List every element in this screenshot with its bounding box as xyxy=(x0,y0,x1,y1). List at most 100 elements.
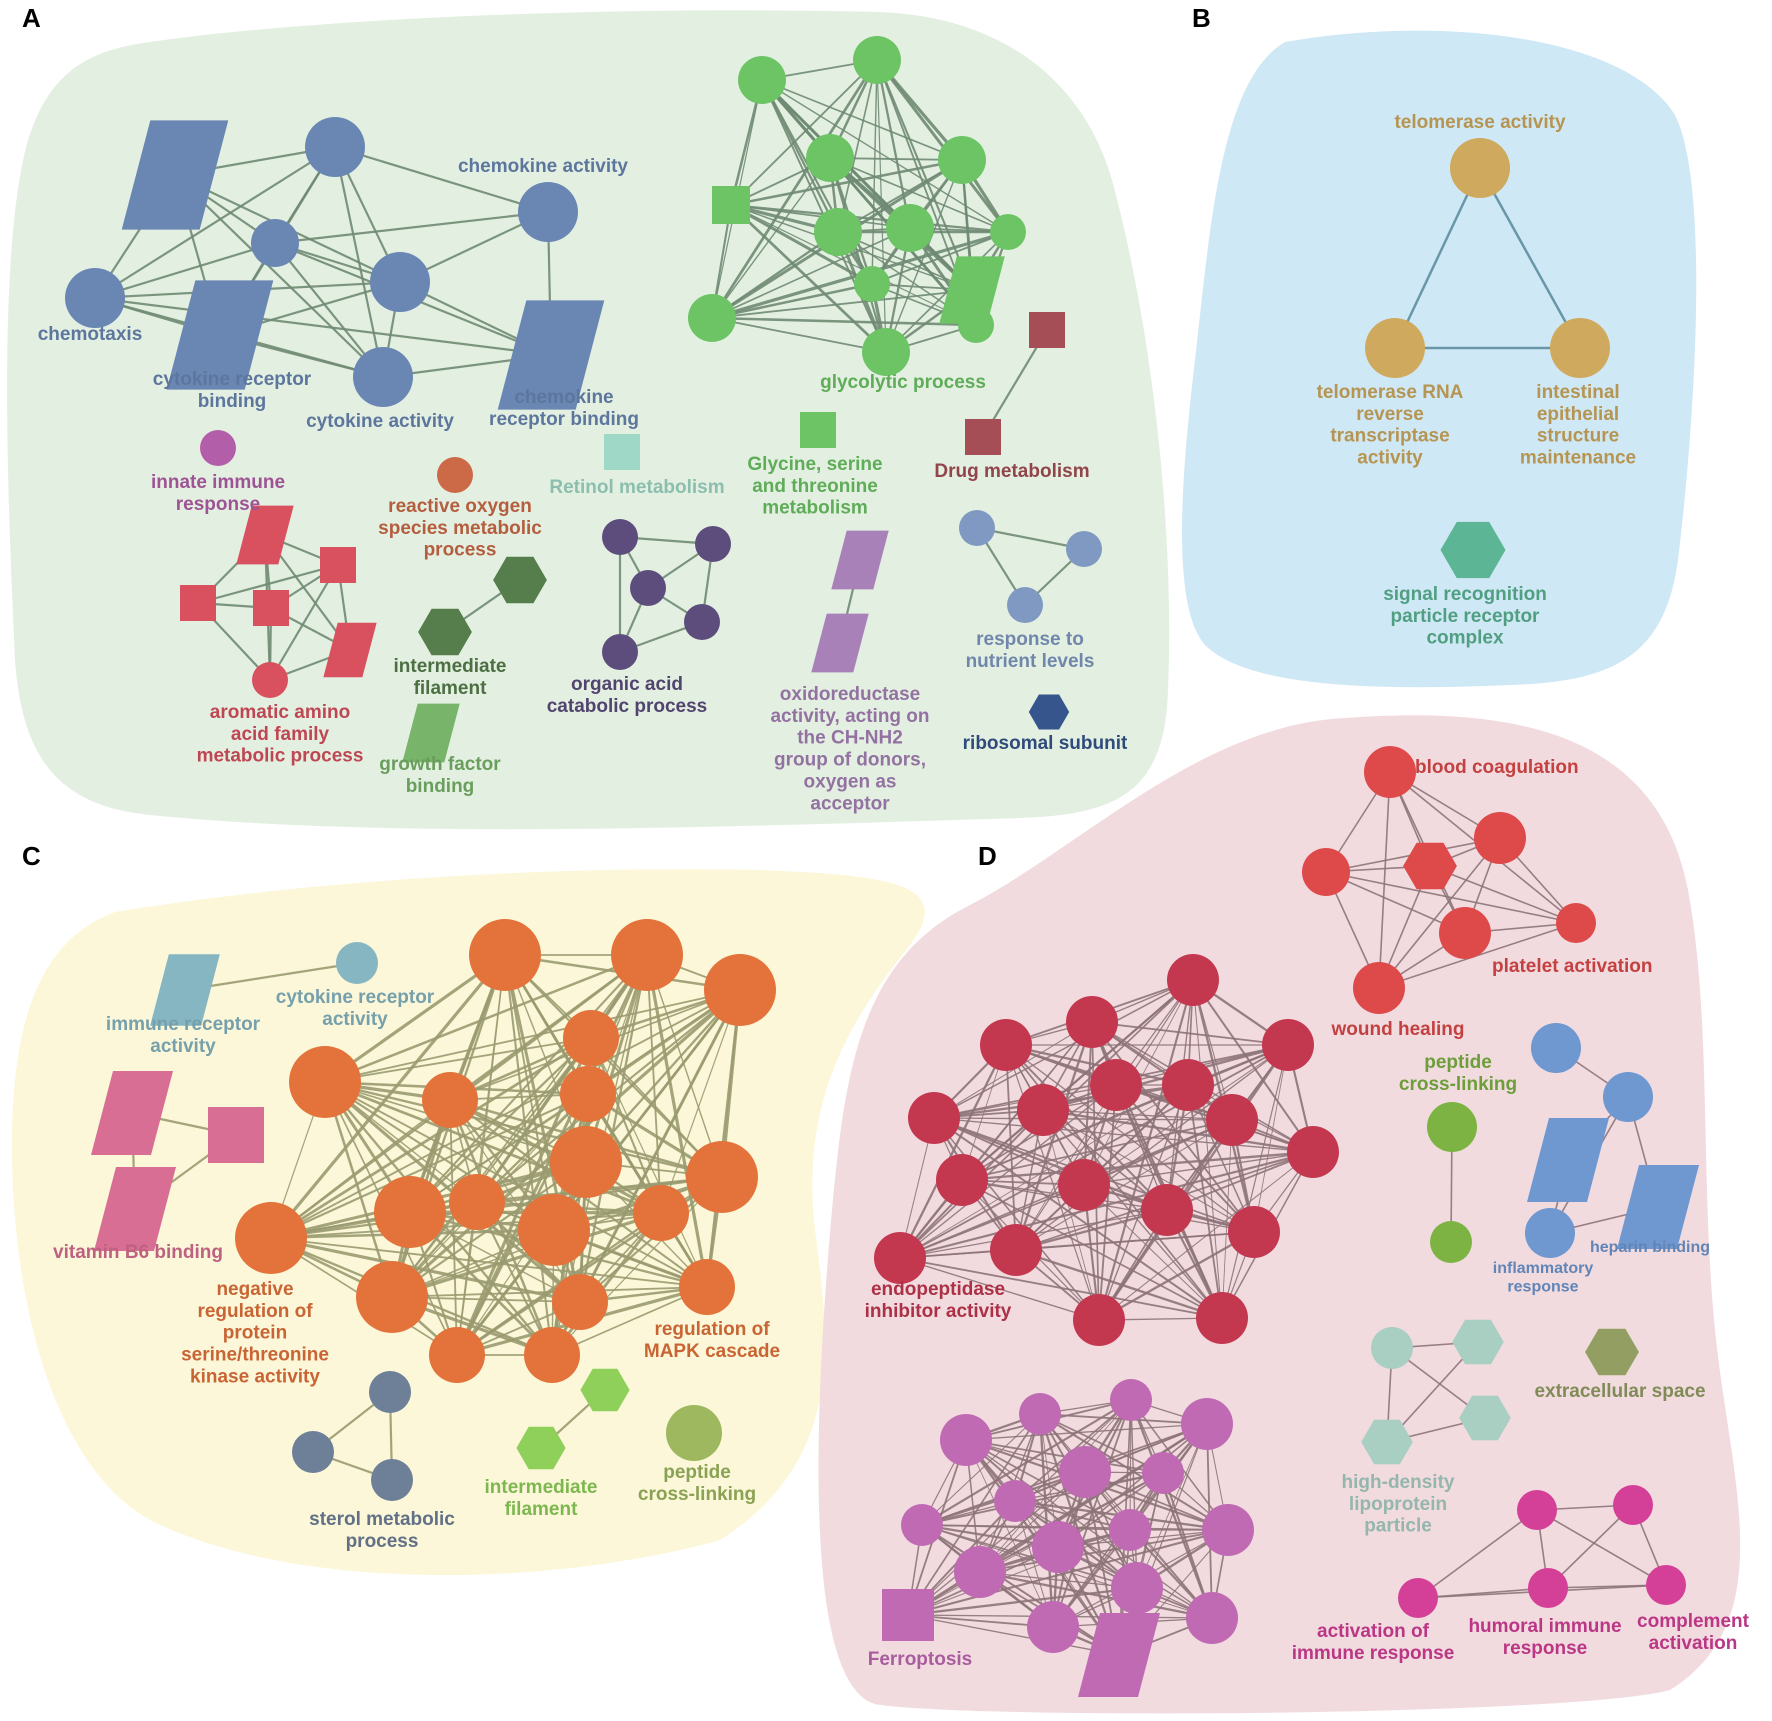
network-edge xyxy=(1057,1423,1208,1548)
label-chemokine-activity: chemokine activity xyxy=(458,156,628,177)
network-edge xyxy=(270,1236,581,1304)
ribosomal-nodes xyxy=(1028,694,1070,730)
circle-node xyxy=(560,1066,616,1122)
circle-node xyxy=(938,136,986,184)
label-line: reactive oxygen xyxy=(388,496,532,517)
label-line: chemotaxis xyxy=(38,324,143,345)
circle-node xyxy=(1302,848,1350,896)
network-edge xyxy=(646,954,723,1178)
network-edge xyxy=(711,157,831,319)
circle-node xyxy=(1525,1208,1575,1258)
hexagon-node xyxy=(516,1426,566,1470)
circle-node xyxy=(1181,1398,1233,1450)
circle-node xyxy=(630,570,666,606)
circle-node xyxy=(336,942,378,984)
network-edge xyxy=(907,1614,1120,1656)
circle-node xyxy=(1206,1094,1258,1146)
square-node xyxy=(208,1107,264,1163)
label-line: cross-linking xyxy=(638,1484,756,1505)
aromatic-nodes xyxy=(180,505,377,698)
label-line: cytokine receptor xyxy=(153,369,312,390)
label-line: kinase activity xyxy=(190,1366,320,1387)
circle-node xyxy=(1110,1379,1152,1421)
circle-node xyxy=(1474,812,1526,864)
label-line: the CH-NH2 xyxy=(797,728,903,749)
label-line: Drug metabolism xyxy=(934,461,1089,482)
network-edge xyxy=(1192,979,1223,1319)
label-line: high-density xyxy=(1342,1472,1455,1493)
network-edge xyxy=(907,1528,1229,1617)
circle-node xyxy=(518,1194,590,1266)
circle-node xyxy=(602,519,638,555)
network-edge xyxy=(961,1150,1314,1182)
oxido-nodes xyxy=(811,530,889,673)
network-edge xyxy=(921,1524,1120,1656)
network-edge xyxy=(711,316,977,327)
network-edge xyxy=(711,317,887,353)
parallelogram-node xyxy=(811,613,869,673)
label-cytokine-activity: cytokine activity xyxy=(306,411,454,432)
label-line: complement xyxy=(1637,1611,1750,1632)
square-node xyxy=(320,547,356,583)
network-edge xyxy=(933,1116,1168,1212)
circle-node xyxy=(1066,996,1118,1048)
label-line: serine/threonine xyxy=(181,1345,329,1366)
circle-node xyxy=(688,294,736,342)
immune-receptor-edges xyxy=(184,961,358,992)
circle-node xyxy=(1365,318,1425,378)
circle-node xyxy=(994,1480,1036,1522)
network-edge xyxy=(1042,1109,1223,1319)
network-edge xyxy=(1429,865,1577,924)
hexagon-node xyxy=(1440,521,1506,579)
label-line: complex xyxy=(1426,628,1504,649)
circle-node xyxy=(1141,1184,1193,1236)
circle-node xyxy=(305,117,365,177)
label-line: particle receptor xyxy=(1391,606,1540,627)
network-edge xyxy=(1083,1151,1314,1186)
network-edge xyxy=(979,1571,1138,1589)
label-line: reverse xyxy=(1356,404,1424,425)
network-edge xyxy=(899,1257,1100,1321)
label-line: acceptor xyxy=(810,793,890,814)
circle-node xyxy=(353,347,413,407)
network-edge xyxy=(899,1150,1314,1260)
circle-node xyxy=(1528,1568,1568,1608)
network-edge xyxy=(933,979,1194,1119)
panel-letter-a: A xyxy=(22,3,41,33)
circle-node xyxy=(449,1174,505,1230)
network-edge xyxy=(1098,1084,1117,1321)
circle-node xyxy=(633,1185,689,1241)
circle-node xyxy=(1371,1327,1413,1369)
network-edge xyxy=(1091,1021,1255,1233)
circle-node xyxy=(1019,1393,1061,1435)
circle-node xyxy=(292,1431,334,1473)
parallelogram-node xyxy=(121,120,229,230)
label-line: receptor binding xyxy=(489,409,639,430)
parallelogram-node xyxy=(1527,1118,1609,1202)
network-edge xyxy=(1136,1423,1208,1589)
label-line: telomerase RNA xyxy=(1317,382,1464,403)
circle-node xyxy=(1228,1206,1280,1258)
network-edge xyxy=(1084,1471,1213,1619)
network-edge xyxy=(730,204,887,353)
square-node xyxy=(965,419,1001,455)
network-edge xyxy=(979,1399,1132,1573)
network-edge xyxy=(1083,1021,1093,1186)
circle-node xyxy=(1109,1509,1151,1551)
square-node xyxy=(1029,312,1065,348)
coag-nodes xyxy=(1302,746,1596,1014)
network-edge xyxy=(976,526,1085,551)
circle-node xyxy=(369,1371,411,1413)
mapk-nodes xyxy=(235,919,776,1383)
parallelogram-node xyxy=(939,256,1005,324)
circle-node xyxy=(611,919,683,991)
intermediate-nodes xyxy=(418,556,547,656)
label-line: Ferroptosis xyxy=(868,1649,973,1670)
